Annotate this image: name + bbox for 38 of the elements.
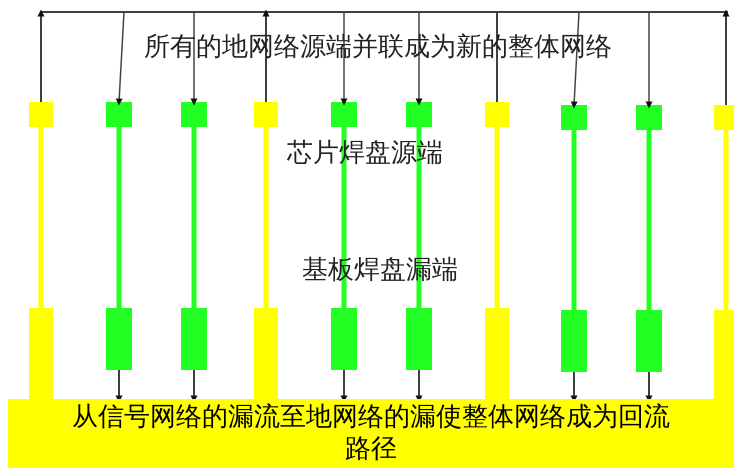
pad bbox=[106, 102, 132, 127]
pad bbox=[406, 308, 432, 370]
bus-line bbox=[41, 11, 728, 13]
pad bbox=[331, 102, 357, 127]
pad bbox=[636, 310, 662, 372]
pad bbox=[485, 102, 509, 127]
pad bbox=[331, 308, 357, 370]
pad bbox=[485, 308, 509, 400]
band-text: 从信号网络的漏流至地网络的漏使整体网络成为回流路径 bbox=[71, 401, 671, 465]
pad bbox=[106, 308, 132, 370]
band bbox=[8, 399, 734, 468]
pad bbox=[254, 308, 278, 400]
trace-line bbox=[192, 127, 196, 308]
pad bbox=[636, 105, 662, 130]
arrow bbox=[116, 12, 125, 106]
arrow bbox=[722, 10, 730, 105]
trace-line bbox=[38, 127, 44, 308]
pad bbox=[29, 308, 53, 400]
pad bbox=[406, 102, 432, 127]
trace-line bbox=[572, 130, 576, 310]
pad bbox=[714, 310, 734, 400]
arrow bbox=[570, 12, 580, 108]
arrow bbox=[38, 10, 44, 102]
trace-line bbox=[494, 127, 500, 308]
pad bbox=[181, 102, 207, 127]
trace-line bbox=[646, 130, 652, 310]
trace-line bbox=[116, 127, 122, 308]
pad bbox=[181, 308, 207, 370]
pad bbox=[561, 105, 587, 130]
pad bbox=[29, 102, 53, 127]
trace-line bbox=[724, 130, 728, 310]
trace-line bbox=[264, 127, 268, 308]
pad bbox=[561, 310, 587, 372]
trace-line bbox=[416, 127, 422, 308]
trace-line bbox=[342, 127, 346, 308]
arrow bbox=[646, 12, 652, 108]
pad bbox=[714, 105, 734, 130]
pad bbox=[254, 102, 278, 127]
